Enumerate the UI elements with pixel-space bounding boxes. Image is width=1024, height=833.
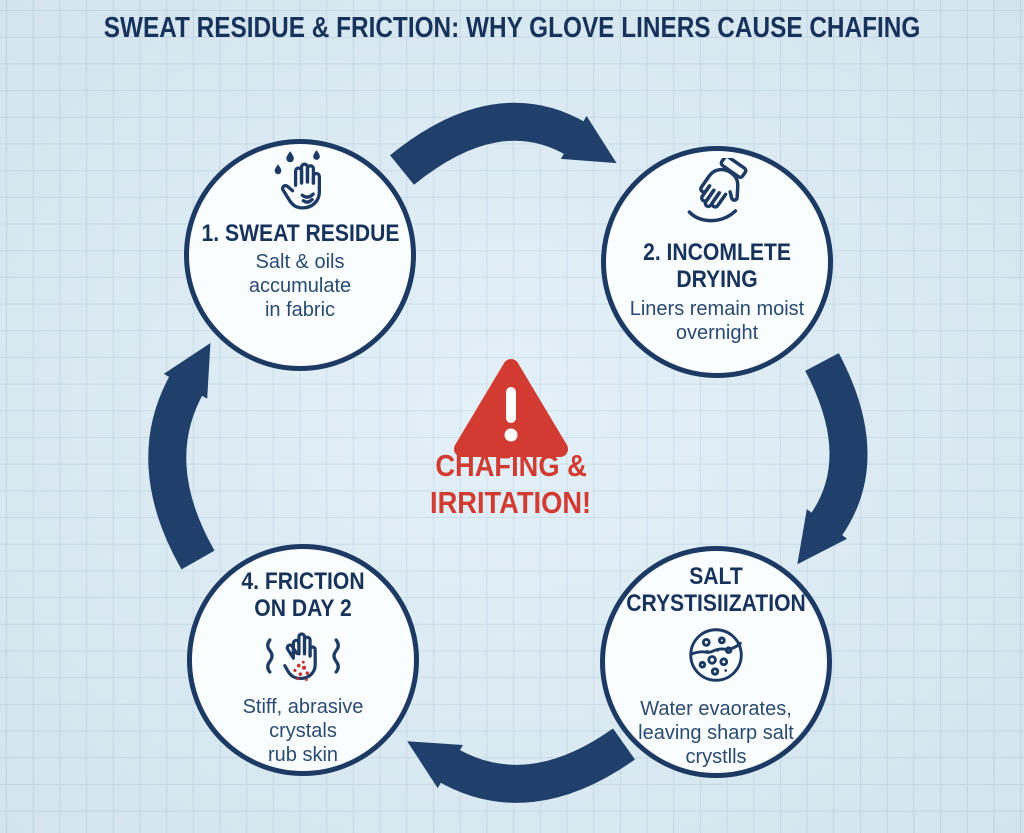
arrow-step4-to-step1 (148, 342, 215, 570)
step-circle-friction-day-2: 4. FRICTION ON DAY 2 (187, 544, 419, 776)
warning-triangle-icon (452, 355, 570, 464)
step-circle-sweat-residue: 1. SWEAT RESIDUE Salt & oils accumulate … (184, 139, 416, 371)
glove-wipe-icon (675, 154, 759, 239)
step-description: Salt & oils accumulate in fabric (248, 251, 352, 322)
step-title: SALT CRYSTISIIZATION (626, 563, 806, 618)
irritated-hand-icon (260, 625, 346, 692)
arrow-step2-to-step3 (797, 353, 868, 565)
step-description: Liners remain moist overnight (629, 297, 805, 344)
step-description: Stiff, abrasive crystals rub skin (242, 695, 364, 766)
salt-crystals-icon (682, 621, 750, 694)
arrow-step1-to-step2 (390, 102, 617, 185)
step-circle-salt-crystallization: SALT CRYSTISIIZATION Water evaorates, le (600, 546, 832, 778)
warning-label: CHAFING & IRRITATION! (430, 448, 592, 521)
step-title: 1. SWEAT RESIDUE (201, 220, 399, 247)
step-title: 2. INCOMLETE DRYING (643, 239, 791, 294)
sweaty-hand-icon (268, 149, 332, 220)
page-title: SWEAT RESIDUE & FRICTION: WHY GLOVE LINE… (103, 12, 921, 44)
step-circle-incomplete-drying: 2. INCOMLETE DRYING Liners remain moist … (601, 146, 833, 378)
step-title: 4. FRICTION ON DAY 2 (241, 568, 365, 623)
arrow-step3-to-step4 (407, 728, 635, 803)
step-description: Water evaorates, leaving sharp salt crys… (638, 697, 794, 768)
